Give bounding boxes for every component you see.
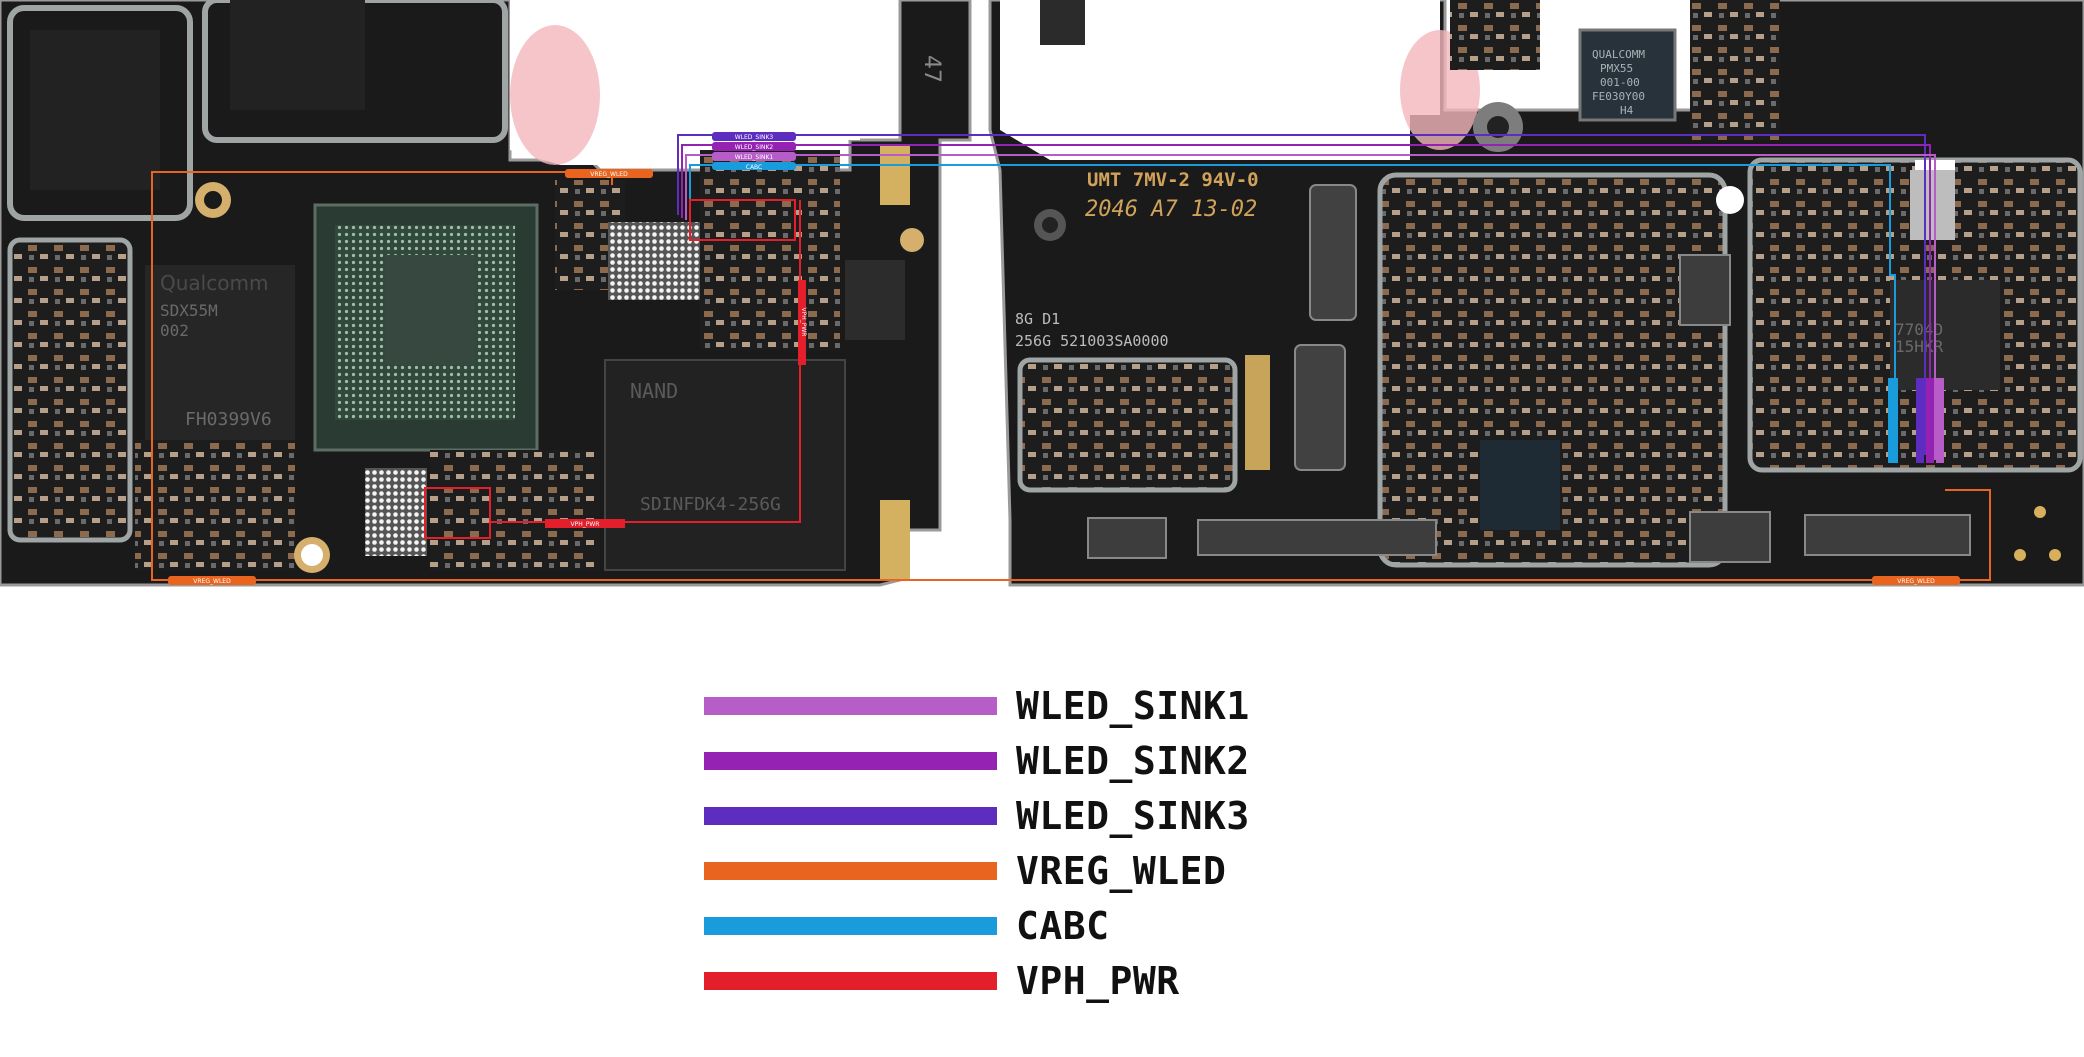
legend-swatch-vreg-wled [704, 862, 997, 880]
chip-pmic-lot: FE030Y00 [1592, 90, 1645, 103]
chip-pmic-brand: QUALCOMM [1592, 48, 1645, 61]
legend-swatch-cabc [704, 917, 997, 935]
legend-item-wled-sink3: WLED_SINK3 [704, 788, 1304, 843]
trace-cabc [689, 164, 1896, 460]
legend-label-vreg-wled: VREG_WLED [1016, 849, 1227, 893]
chip-modem-code: 002 [160, 321, 189, 340]
chip-modem: SDX55M [160, 301, 218, 320]
chip-brand-mark: Qualcomm [160, 271, 268, 295]
legend-swatch-wled-sink2 [704, 752, 997, 770]
silkscreen-cap: 8G D1 [1015, 310, 1060, 328]
chip-pmic-part: PMX55 [1600, 62, 1633, 75]
tag-vph-horizontal: VPH_PWR [571, 521, 600, 528]
legend-item-wled-sink2: WLED_SINK2 [704, 733, 1304, 788]
legend-label-wled-sink3: WLED_SINK3 [1016, 794, 1250, 838]
legend-label-wled-sink1: WLED_SINK1 [1016, 684, 1250, 728]
silkscreen-slot-number: 47 [919, 55, 944, 83]
legend-label-wled-sink2: WLED_SINK2 [1016, 739, 1250, 783]
tag-wled-sink1: WLED_SINK1 [735, 154, 774, 161]
silkscreen-umt: UMT 7MV-2 94V-0 [1087, 169, 1259, 191]
tag-wled-sink3: WLED_SINK3 [735, 134, 774, 141]
silkscreen-storage: 256G 521003SA0000 [1015, 332, 1169, 350]
pcb-board-photo: UMT 7MV-2 94V-0 2046 A7 13-02 8G D1 256G… [0, 0, 2084, 587]
legend-swatch-wled-sink3 [704, 807, 997, 825]
silkscreen-date: 2046 A7 13-02 [1085, 197, 1257, 222]
legend-label-cabc: CABC [1016, 904, 1110, 948]
legend-swatch-vph-pwr [704, 972, 997, 990]
chip-modem-lot: FH0399V6 [185, 409, 272, 430]
chip-nand-label: NAND [630, 379, 678, 403]
chip-pmic-sub: H4 [1620, 104, 1634, 117]
tag-vph-vertical: VPH_PWR [800, 308, 807, 337]
trace-wled-sink1 [685, 154, 1936, 460]
tag-wled-sink2: WLED_SINK2 [735, 144, 774, 151]
legend-swatch-wled-sink1 [704, 697, 997, 715]
tag-vreg-top: VREG_WLED [590, 171, 628, 178]
trace-wled-sink3 [677, 134, 1926, 455]
chip-pmic-code: 001-00 [1600, 76, 1640, 89]
chip-right-ic-sub: 15HKR [1895, 337, 1944, 356]
legend-item-vreg-wled: VREG_WLED [704, 843, 1304, 898]
legend-item-wled-sink1: WLED_SINK1 [704, 678, 1304, 733]
tag-vreg-bottom-left: VREG_WLED [193, 578, 231, 585]
legend-item-vph-pwr: VPH_PWR [704, 953, 1304, 1008]
legend-item-cabc: CABC [704, 898, 1304, 953]
legend-label-vph-pwr: VPH_PWR [1016, 959, 1180, 1003]
legend: WLED_SINK1 WLED_SINK2 WLED_SINK3 VREG_WL… [704, 678, 1304, 1008]
tag-vreg-bottom-right: VREG_WLED [1897, 578, 1935, 585]
chip-nand-part: SDINFDK4-256G [640, 494, 781, 515]
trace-wled-sink2 [681, 144, 1931, 458]
chip-right-ic: 7704D [1895, 320, 1943, 339]
tag-cabc: CABC [746, 164, 763, 171]
